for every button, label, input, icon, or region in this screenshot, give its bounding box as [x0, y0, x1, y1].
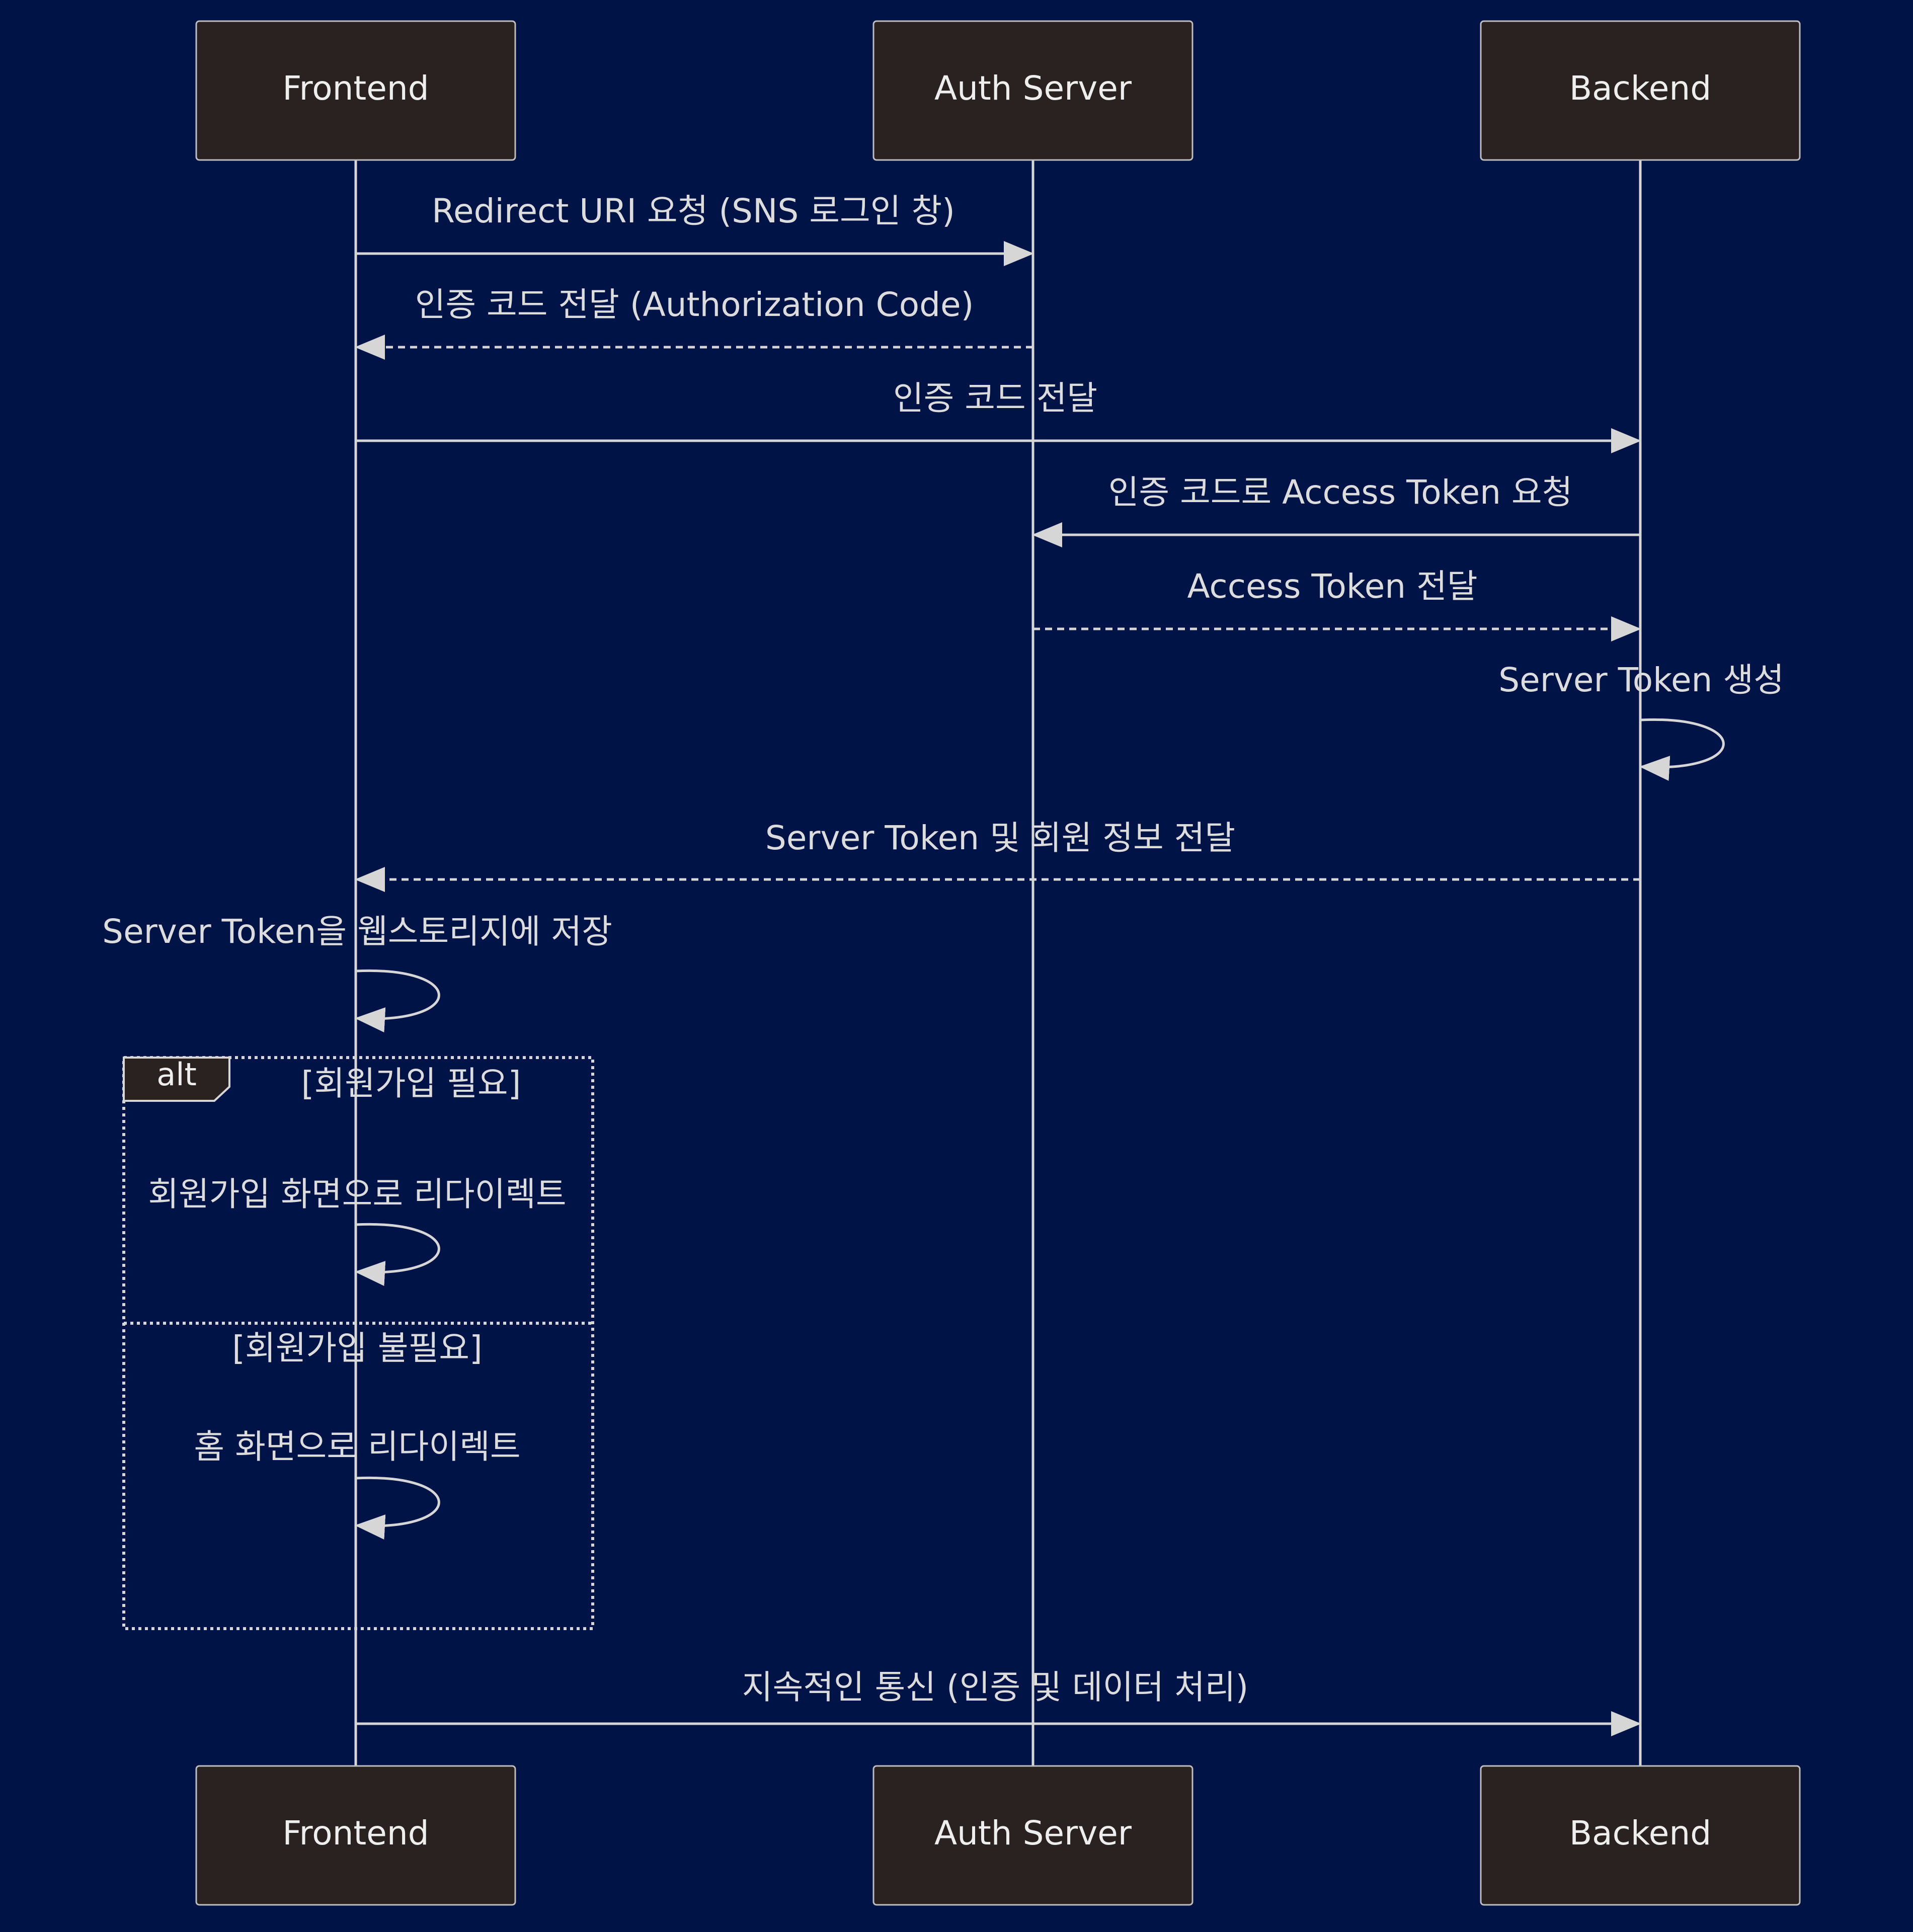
message-redirect-home: 홈 화면으로 리다이렉트: [194, 1427, 521, 1540]
message-access-token-request: 인증 코드로 Access Token 요청: [1032, 473, 1640, 547]
message-continuous-communication: 지속적인 통신 (인증 및 데이터 처리): [356, 1668, 1641, 1736]
message-server-token-create: Server Token 생성: [1498, 661, 1784, 781]
message-label: Redirect URI 요청 (SNS 로그인 창): [432, 192, 955, 230]
message-label: 인증 코드 전달: [893, 379, 1097, 418]
actor-auth-server-bottom: Auth Server: [872, 1765, 1193, 1906]
message-label: 회원가입 화면으로 리다이렉트: [148, 1175, 566, 1214]
message-authorization-code-return: 인증 코드 전달 (Authorization Code): [355, 285, 1033, 360]
self-loop-arrow: [1639, 718, 1725, 781]
self-loop-arrow: [355, 969, 440, 1032]
actor-backend-bottom: Backend: [1480, 1765, 1801, 1906]
actor-frontend-top: Frontend: [195, 20, 516, 161]
actor-backend-top-label: Backend: [1569, 69, 1711, 108]
message-label: 인증 코드 전달 (Authorization Code): [415, 285, 974, 324]
self-loop-arrow: [355, 1476, 440, 1540]
message-pass-auth-code: 인증 코드 전달: [356, 379, 1641, 453]
message-access-token-return: Access Token 전달: [1033, 567, 1641, 641]
message-server-token-and-member-info: Server Token 및 회원 정보 전달: [355, 819, 1640, 892]
actor-backend-top: Backend: [1480, 20, 1801, 161]
actor-auth-server-bottom-label: Auth Server: [934, 1814, 1132, 1853]
message-store-server-token: Server Token을 웹스토리지에 저장: [102, 912, 612, 1032]
self-loop-arrow: [355, 1223, 440, 1286]
actor-auth-server-top: Auth Server: [872, 20, 1193, 161]
alt-frame-border: [122, 1056, 594, 1630]
message-label: 홈 화면으로 리다이렉트: [194, 1427, 520, 1466]
message-label: Server Token 생성: [1498, 661, 1784, 699]
actor-auth-server-top-label: Auth Server: [934, 69, 1132, 108]
message-redirect-uri-request: Redirect URI 요청 (SNS 로그인 창): [356, 192, 1034, 266]
actor-frontend-bottom: Frontend: [195, 1765, 516, 1906]
message-label: Server Token 및 회원 정보 전달: [765, 819, 1235, 857]
actor-backend-bottom-label: Backend: [1569, 1814, 1711, 1853]
message-label: 지속적인 통신 (인증 및 데이터 처리): [742, 1668, 1248, 1707]
actor-frontend-top-label: Frontend: [282, 69, 429, 108]
alt-tab: [123, 1057, 230, 1102]
message-label: Server Token을 웹스토리지에 저장: [102, 912, 612, 951]
actor-frontend-bottom-label: Frontend: [282, 1814, 429, 1853]
alt-condition-signup-not-required: [회원가입 불필요]: [232, 1329, 483, 1367]
message-redirect-signup: 회원가입 화면으로 리다이렉트: [148, 1175, 567, 1286]
alt-condition-signup-required: [회원가입 필요]: [301, 1064, 521, 1103]
alt-tab-label: alt: [156, 1056, 197, 1093]
message-label: Access Token 전달: [1187, 567, 1477, 606]
alt-fragment: alt [회원가입 필요] 회원가입 화면으로 리다이렉트 [회원가입 불필요]…: [122, 1056, 594, 1630]
message-label: 인증 코드로 Access Token 요청: [1108, 473, 1573, 512]
